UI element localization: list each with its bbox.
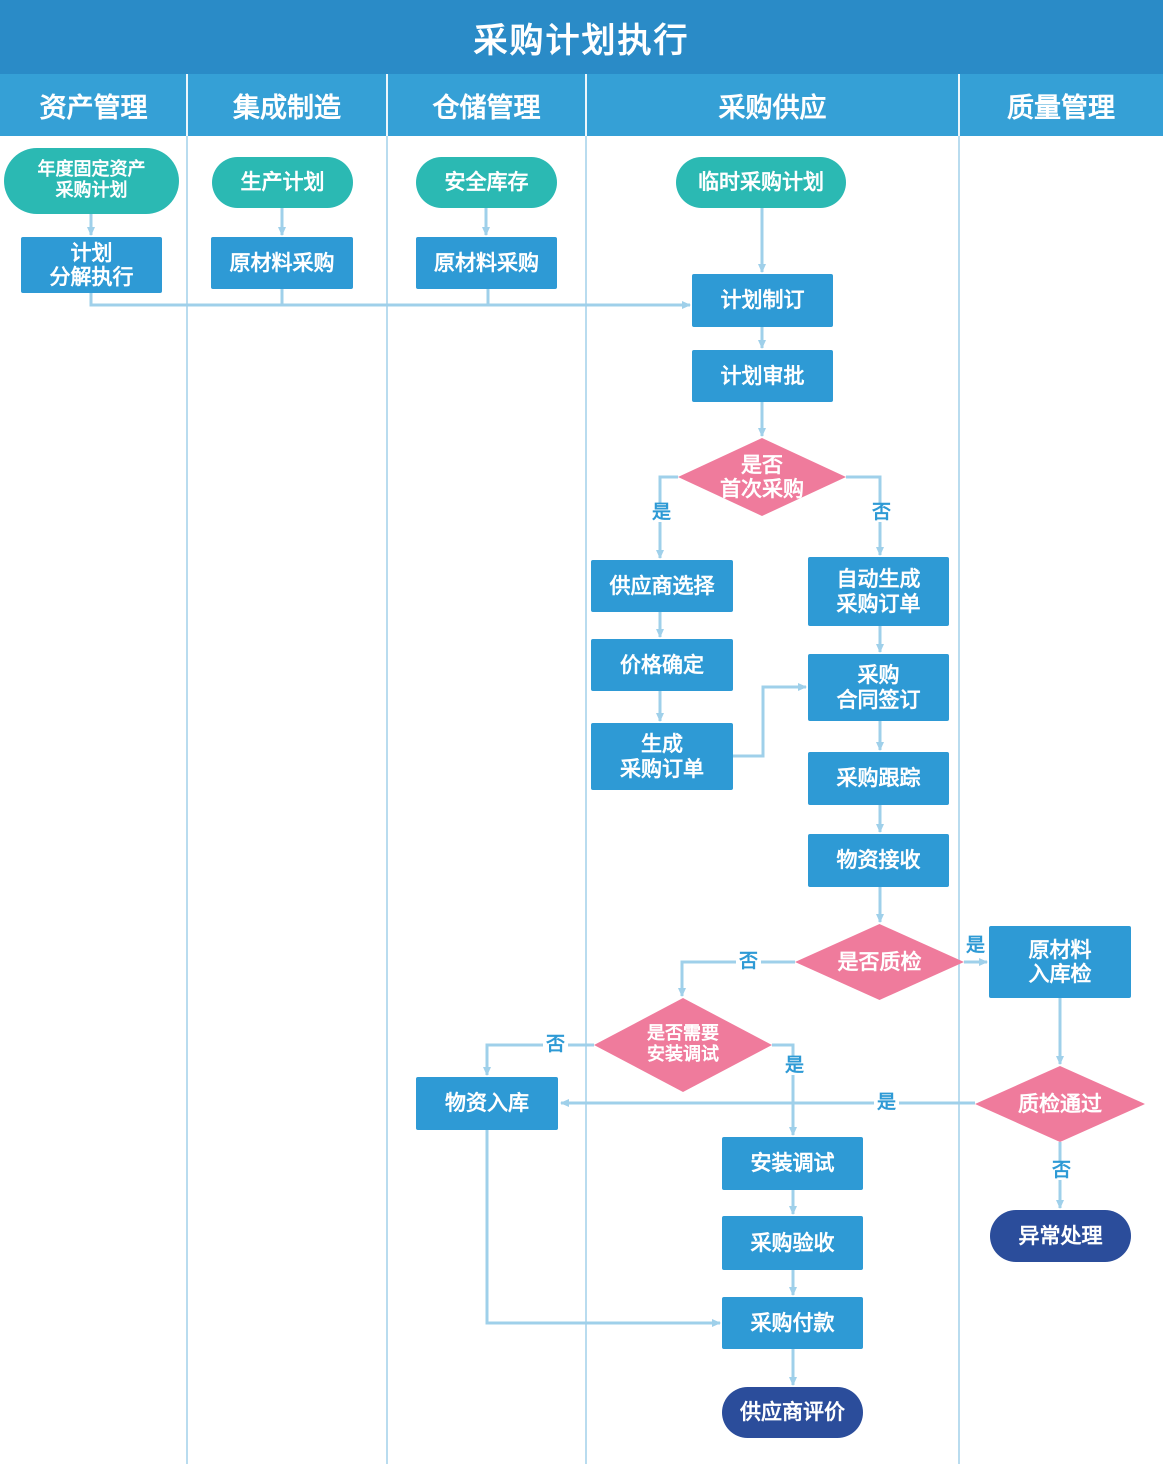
decision-quality-passed: 质检通过 [975,1066,1145,1142]
node-purchase-tracking: 采购跟踪 [808,752,949,805]
header-divider [186,74,188,136]
decision-need-install-debug-label: 是否需要 安装调试 [647,1023,719,1065]
node-installation-debugging: 安装调试 [722,1137,863,1190]
lane-header-integrated-manufacturing: 集成制造 [187,74,387,136]
lane-divider [186,74,188,1464]
node-raw-material-purchase-manufacturing: 原材料采购 [211,237,353,289]
lane-header-asset-management: 资产管理 [0,74,187,136]
decision-need-quality-check-label: 是否质检 [837,949,922,974]
header-divider [958,74,960,136]
node-plan-making: 计划制订 [692,274,833,327]
node-production-plan: 生产计划 [212,157,353,208]
decision-quality-passed-label: 质检通过 [1018,1091,1102,1116]
edge-label-no: 否 [869,503,895,522]
connector [733,683,807,758]
node-auto-generate-order: 自动生成 采购订单 [808,557,949,626]
edge-label-yes: 是 [963,936,989,955]
node-generate-purchase-order: 生成 采购订单 [591,723,733,790]
edge-label-no: 否 [543,1035,569,1054]
edge-label-no: 否 [1049,1161,1075,1180]
lane-header-quality-management: 质量管理 [959,74,1163,136]
decision-need-quality-check: 是否质检 [795,924,964,1000]
node-plan-decompose: 计划 分解执行 [21,237,162,293]
edge-label-yes: 是 [874,1093,900,1112]
node-raw-material-purchase-warehouse: 原材料采购 [416,237,557,289]
header-divider [386,74,388,136]
decision-need-install-debug: 是否需要 安装调试 [594,998,772,1092]
lane-divider [958,74,960,1464]
node-material-receipt: 物资接收 [808,834,949,887]
decision-first-purchase-label: 是否 首次采购 [720,452,804,501]
decision-first-purchase: 是否 首次采购 [678,438,846,516]
edge-label-yes: 是 [782,1056,808,1075]
node-supplier-selection: 供应商选择 [591,560,733,612]
header-divider [585,74,587,136]
node-contract-signing: 采购 合同签订 [808,654,949,721]
lane-divider [386,74,388,1464]
lane-header-procurement-supply: 采购供应 [586,74,959,136]
node-raw-material-inspection: 原材料 入库检 [989,926,1131,998]
node-exception-handling: 异常处理 [990,1210,1131,1262]
node-purchase-acceptance: 采购验收 [722,1216,863,1270]
node-warehouse-entry: 物资入库 [416,1077,558,1130]
lane-divider [585,74,587,1464]
diagram-title: 采购计划执行 [0,0,1163,74]
node-plan-approval: 计划审批 [692,350,833,402]
edge-label-no: 否 [736,952,762,971]
connector [89,293,691,309]
edge-label-yes: 是 [649,503,675,522]
connector [485,1130,721,1327]
connector [483,1043,594,1076]
connector [656,475,678,559]
node-price-confirmation: 价格确定 [591,639,733,691]
connector [772,1043,797,1136]
node-supplier-evaluation: 供应商评价 [722,1387,863,1438]
node-annual-asset-plan: 年度固定资产 采购计划 [4,148,179,214]
node-purchase-payment: 采购付款 [722,1297,863,1349]
node-temporary-purchase-plan: 临时采购计划 [676,157,846,208]
connector [846,475,884,556]
lane-header-warehouse-management: 仓储管理 [387,74,586,136]
node-safety-stock: 安全库存 [416,157,557,208]
